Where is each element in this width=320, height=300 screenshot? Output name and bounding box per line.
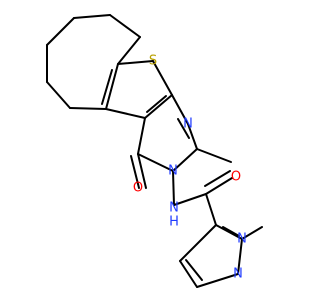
- sulfur-atom-label: S: [149, 54, 157, 69]
- pyrazole-nitrogen-1-label: N: [237, 232, 247, 247]
- thiophene-ring: [101, 60, 173, 119]
- amide-linker: [172, 170, 233, 226]
- pyrimidine-nitrogen-3-label: N: [168, 164, 178, 179]
- molecule-structure: S N N O N H O N N: [46, 14, 263, 288]
- pyrimidinone-ring: [137, 94, 232, 172]
- cyclooctane-ring: [46, 14, 141, 110]
- amide-hydrogen-label: H: [169, 215, 179, 230]
- pyrazole-ring: [179, 224, 263, 288]
- amide-oxygen-label: O: [231, 170, 241, 185]
- amide-nitrogen-label: N: [169, 201, 179, 216]
- pyrazole-nitrogen-2-label: N: [233, 267, 243, 282]
- ring-carbonyl: [130, 153, 147, 189]
- ring-oxygen-label: O: [133, 181, 143, 196]
- pyrimidine-nitrogen-1-label: N: [183, 117, 193, 132]
